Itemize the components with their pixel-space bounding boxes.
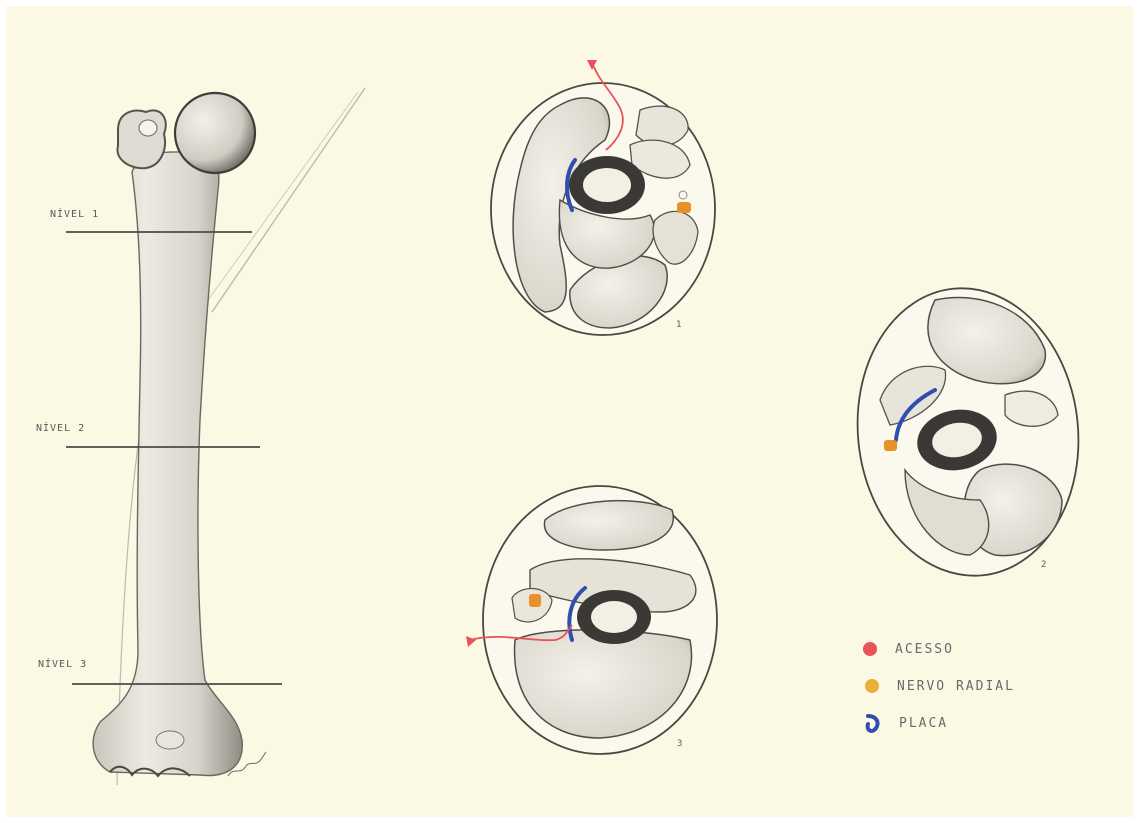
- legend-label-access: ACESSO: [895, 642, 954, 657]
- cross-section-2: 2: [844, 277, 1093, 586]
- legend-item-radial-nerve: NERVO RADIAL: [865, 679, 1015, 694]
- section-2-number: 2: [1041, 560, 1047, 570]
- cross-section-3: 3: [466, 486, 717, 754]
- legend-item-plate: PLACA: [868, 716, 949, 731]
- nerve-swatch: [865, 679, 879, 693]
- plate-swatch: [868, 716, 878, 731]
- access-swatch: [863, 642, 877, 656]
- level-1-label: NÍVEL 1: [50, 207, 99, 220]
- legend-label-nerve: NERVO RADIAL: [897, 679, 1015, 694]
- level-2-label: NÍVEL 2: [36, 421, 85, 434]
- section-1-number: 1: [676, 320, 682, 330]
- level-3-label: NÍVEL 3: [38, 657, 87, 670]
- legend-item-access: ACESSO: [863, 642, 954, 657]
- legend-label-plate: PLACA: [899, 716, 948, 731]
- cross-section-1: 1: [491, 60, 715, 335]
- section-3-number: 3: [677, 739, 683, 749]
- legend: ACESSO NERVO RADIAL PLACA: [863, 642, 1015, 731]
- humerus-drawing: NÍVEL 1 NÍVEL 2 NÍVEL 3: [36, 88, 365, 785]
